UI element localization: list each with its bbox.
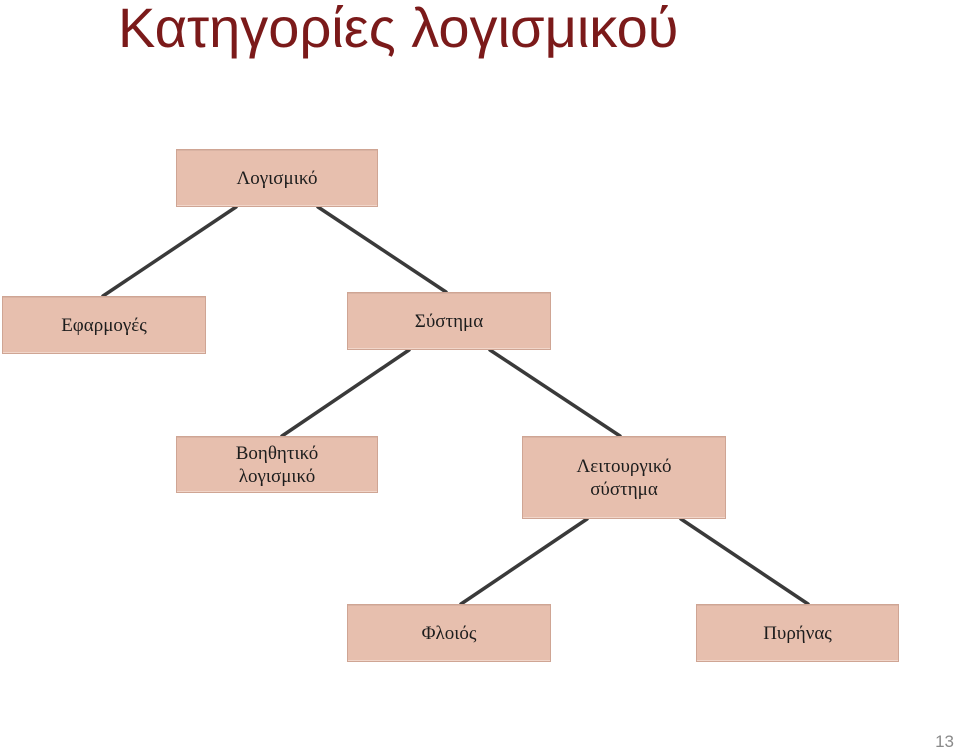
connector-software-system	[316, 205, 448, 294]
connector-operating-kernel	[679, 517, 810, 606]
node-kernel: Πυρήνας	[696, 604, 899, 662]
node-system: Σύστημα	[347, 292, 551, 350]
connector-system-utility	[280, 348, 411, 438]
node-label: Σύστημα	[414, 310, 484, 332]
node-operating-system: Λειτουργικό σύστημα	[522, 436, 726, 519]
node-label: Εφαρμογές	[61, 314, 147, 336]
node-label: Πυρήνας	[763, 622, 832, 644]
node-label: Φλοιός	[421, 622, 477, 644]
node-utility-software: Βοηθητικό λογισμικό	[176, 436, 378, 493]
slide-title: Κατηγορίες λογισμικού	[118, 0, 679, 59]
node-label: Βοηθητικό λογισμικό	[235, 442, 319, 487]
connector-system-operating	[488, 348, 622, 438]
node-label: Λογισμικό	[236, 167, 318, 189]
node-shell: Φλοιός	[347, 604, 551, 662]
node-applications: Εφαρμογές	[2, 296, 206, 354]
node-label: Λειτουργικό σύστημα	[576, 455, 672, 500]
connector-software-applications	[101, 205, 238, 298]
slide-number: 13	[935, 732, 954, 751]
connector-operating-shell	[459, 517, 589, 606]
node-software: Λογισμικό	[176, 149, 378, 207]
